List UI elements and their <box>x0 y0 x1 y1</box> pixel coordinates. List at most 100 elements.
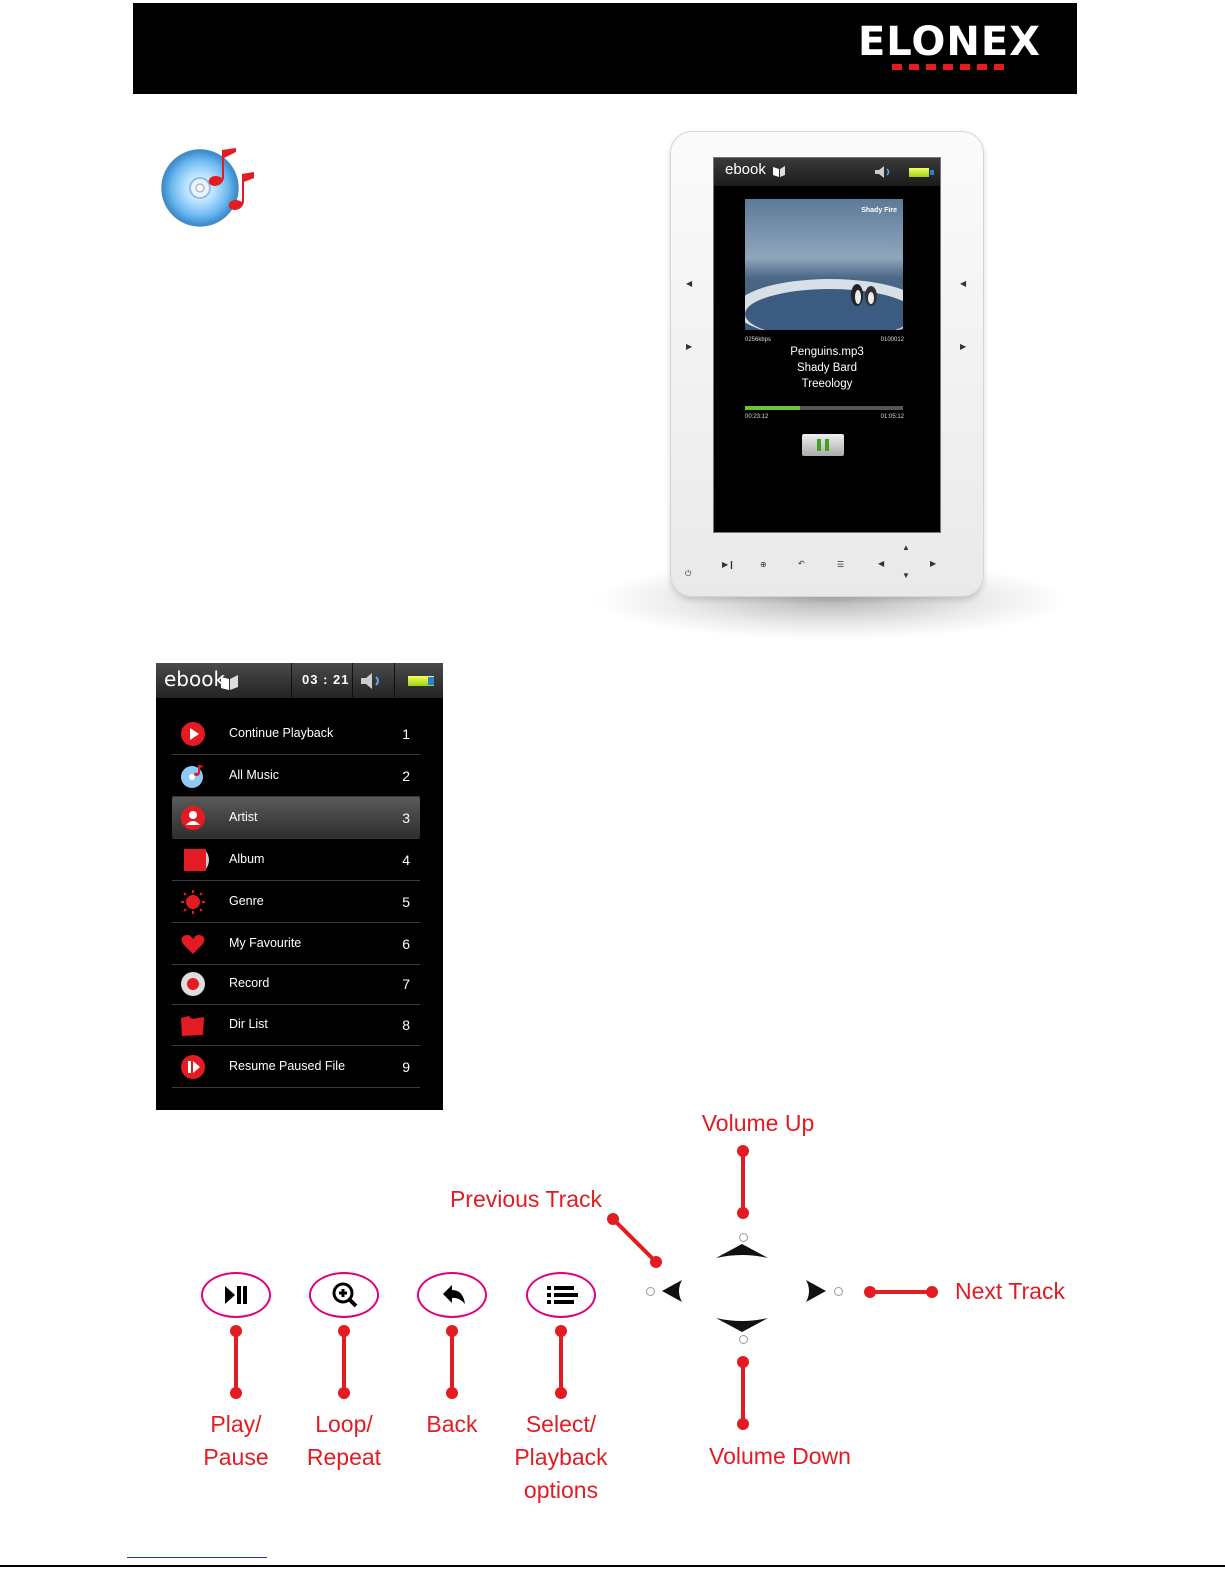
select-options-button[interactable] <box>526 1272 596 1318</box>
menu-item-my-favourite[interactable]: My Favourite 6 <box>172 923 420 965</box>
album-icon <box>184 849 209 871</box>
back-connector <box>450 1331 454 1393</box>
book-icon <box>773 166 785 177</box>
menu-item-record[interactable]: Record 7 <box>172 963 420 1005</box>
pause-button[interactable] <box>802 434 844 456</box>
battery-icon <box>408 676 434 686</box>
next-track-label: Next Track <box>955 1278 1065 1304</box>
device-status-bar: ebook <box>714 158 940 186</box>
battery-tip <box>428 677 434 685</box>
loop-repeat-connector <box>342 1331 346 1393</box>
album-art: Shady Fire <box>745 199 903 330</box>
track-index-text: 0100012 <box>880 337 904 343</box>
menu-item-label: My Favourite <box>229 936 302 950</box>
footer-link-underline[interactable] <box>127 1557 267 1558</box>
menu-item-label: Resume Paused File <box>229 1059 346 1073</box>
loop-repeat-button[interactable] <box>309 1272 379 1318</box>
menu-item-album[interactable]: Album 4 <box>172 839 420 881</box>
device-app-name: ebook <box>725 161 766 178</box>
down-arrow-icon[interactable] <box>716 1318 768 1332</box>
menu-item-resume-paused-file[interactable]: Resume Paused File 9 <box>172 1046 420 1088</box>
next-track-connector <box>870 1290 932 1294</box>
list-icon <box>547 1286 578 1304</box>
select-connector <box>559 1331 563 1393</box>
device-menu-icon: ☰ <box>837 560 845 569</box>
previous-track-label: Previous Track <box>449 1186 603 1212</box>
menu-item-number: 5 <box>402 894 410 910</box>
menu-status-bar: ebook 03 : 21 <box>156 663 443 698</box>
play-pause-icon <box>225 1286 247 1304</box>
menu-item-number: 2 <box>402 768 410 784</box>
brand-dots <box>892 64 1004 70</box>
battery-tip <box>930 170 934 175</box>
menu-item-number: 7 <box>402 976 410 992</box>
elapsed-time: 00:23:12 <box>745 414 769 420</box>
select-options-label: Select/ Playback options <box>514 1411 608 1503</box>
menu-item-artist[interactable]: Artist 3 <box>172 797 420 839</box>
menu-item-number: 4 <box>402 852 410 868</box>
menu-item-number: 6 <box>402 936 410 952</box>
left-arrow-icon[interactable] <box>662 1280 682 1302</box>
volume-up-connector <box>741 1151 745 1213</box>
playback-progress-fill <box>745 406 801 410</box>
battery-icon <box>909 168 929 177</box>
music-menu-screen: ebook 03 : 21 Continue Playback 1 All Mu… <box>156 663 443 1110</box>
menu-item-number: 1 <box>402 726 410 742</box>
device-play-pause-icon: ▶❙ <box>722 560 735 569</box>
volume-down-label: Volume Down <box>709 1443 851 1469</box>
menu-app-name: ebook <box>164 667 226 691</box>
device-up-arrow-icon: ▲ <box>902 543 910 552</box>
header-band: ELONEX <box>133 3 1077 94</box>
device-right-arrow-icon: ▶ <box>686 342 693 351</box>
menu-item-label: Album <box>229 852 265 866</box>
menu-item-number: 3 <box>402 810 410 826</box>
device-screen: ebook Shady Fire 0256kbps 0100012 Pengui… <box>713 157 941 533</box>
penguins-icon <box>851 284 877 306</box>
volume-icon <box>361 673 379 689</box>
up-arrow-icon[interactable] <box>716 1244 768 1258</box>
track-album: Treeology <box>801 378 853 390</box>
menu-item-label: Record <box>229 976 270 990</box>
play-pause-label: Play/ Pause <box>203 1411 269 1470</box>
menu-item-genre[interactable]: Genre 5 <box>172 881 420 923</box>
menu-item-dir-list[interactable]: Dir List 8 <box>172 1004 420 1046</box>
volume-down-connector <box>741 1362 745 1424</box>
volume-up-label: Volume Up <box>701 1110 815 1136</box>
music-disc-icon <box>161 148 254 227</box>
back-label: Back <box>426 1411 478 1437</box>
track-artist: Shady Bard <box>796 362 858 374</box>
person-icon <box>181 806 205 830</box>
play-icon <box>181 722 205 746</box>
zoom-in-icon <box>332 1282 358 1308</box>
play-pause-connector <box>234 1331 238 1393</box>
back-button[interactable] <box>417 1272 487 1318</box>
power-icon: ⏻ <box>685 569 692 578</box>
menu-item-all-music[interactable]: All Music 2 <box>172 755 420 797</box>
total-time: 01:05:12 <box>880 414 904 420</box>
book-icon <box>221 675 238 690</box>
play-pause-button[interactable] <box>201 1272 271 1318</box>
loop-repeat-label: Loop/ Repeat <box>306 1411 382 1470</box>
previous-track-connector <box>607 1213 662 1268</box>
bitrate-text: 0256kbps <box>745 337 772 343</box>
folder-icon <box>181 1016 204 1036</box>
menu-item-label: Continue Playback <box>229 726 334 740</box>
music-disc-icon <box>181 765 204 788</box>
menu-item-continue-playback[interactable]: Continue Playback 1 <box>172 713 420 755</box>
menu-item-label: All Music <box>229 768 280 782</box>
right-arrow-icon[interactable] <box>806 1280 826 1302</box>
track-title: Penguins.mp3 <box>790 346 864 358</box>
footer-rule <box>0 1565 1225 1567</box>
sun-icon <box>181 890 205 914</box>
menu-clock: 03 : 21 <box>302 672 350 687</box>
playback-progress-bar <box>745 406 903 410</box>
menu-item-number: 9 <box>402 1059 410 1075</box>
device-right-arrow-icon: ▶ <box>960 342 967 351</box>
resume-icon <box>181 1055 205 1079</box>
device-back-icon: ↶ <box>798 559 805 568</box>
volume-icon <box>875 166 890 178</box>
menu-item-label: Genre <box>229 894 264 908</box>
menu-item-label: Artist <box>229 810 258 824</box>
device-left-arrow-icon: ◀ <box>960 279 967 288</box>
album-art-label: Shady Fire <box>861 207 897 214</box>
